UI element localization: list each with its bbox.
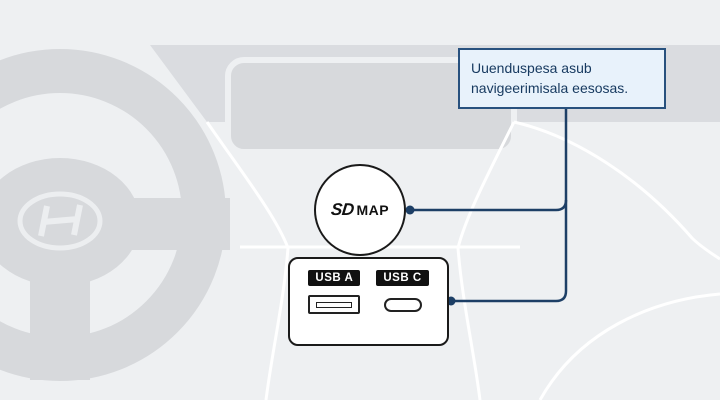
console-outline xyxy=(205,120,720,400)
connector-dot-sd xyxy=(405,205,415,215)
callout-box: Uuenduspesa asub navigeerimisala eesosas… xyxy=(458,48,666,110)
sd-map-slot: SD MAP xyxy=(314,164,406,256)
usb-ports-panel: USB A USB C xyxy=(288,257,449,346)
connector-line-sd xyxy=(411,199,568,212)
usb-a-tongue xyxy=(316,301,353,308)
sd-card-logo-icon: SD xyxy=(329,200,355,219)
usb-a-label: USB A xyxy=(308,270,361,286)
connector-line-usb xyxy=(452,106,568,303)
usb-c-label: USB C xyxy=(376,270,429,286)
usb-c-group: USB C xyxy=(376,270,429,312)
usb-a-port-icon xyxy=(308,295,361,314)
steering-wheel-silhouette xyxy=(0,49,230,381)
usb-a-group: USB A xyxy=(308,270,361,314)
usb-c-port-icon xyxy=(383,298,422,312)
callout-text: Uuenduspesa asub navigeerimisala eesosas… xyxy=(471,60,629,96)
hyundai-logo-icon xyxy=(17,191,103,251)
sd-map-label: MAP xyxy=(356,202,390,218)
